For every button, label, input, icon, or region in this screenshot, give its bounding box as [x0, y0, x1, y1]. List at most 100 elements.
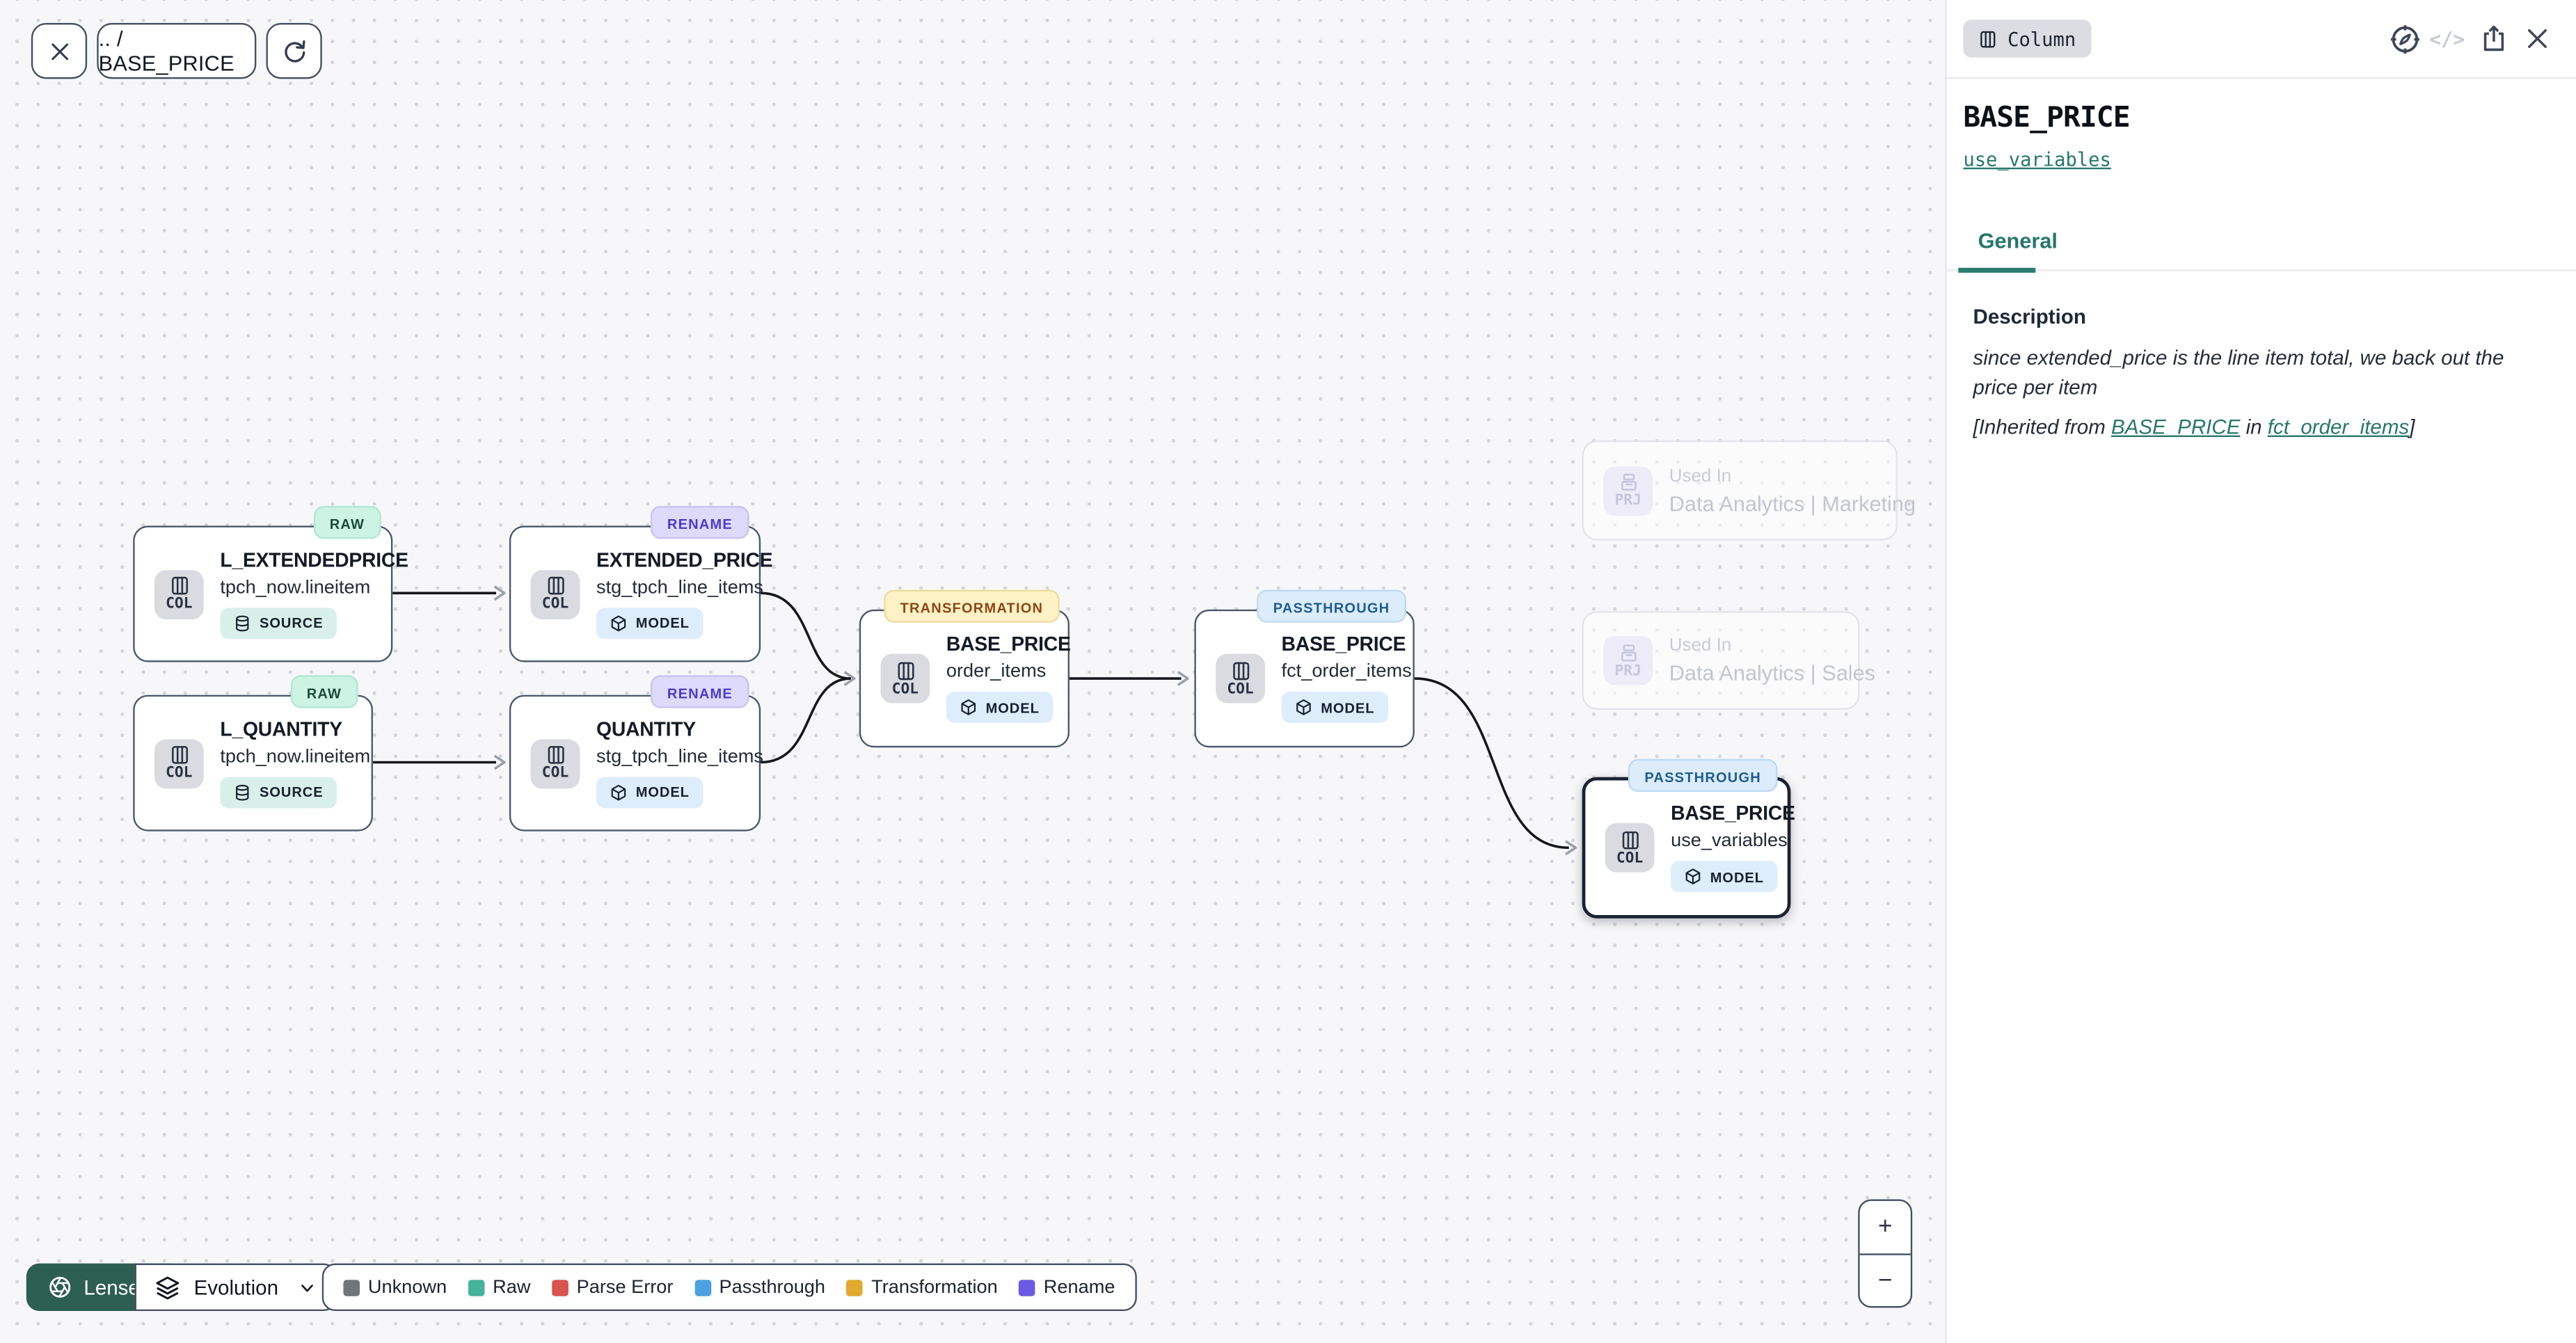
- column-type-chip: COL: [1216, 653, 1265, 704]
- node-subtitle: stg_tpch_line_items: [596, 747, 764, 767]
- columns-icon: [168, 575, 190, 596]
- zoom-controls: + −: [1858, 1199, 1913, 1308]
- model-pill: MODEL: [596, 776, 703, 808]
- entity-type-badge: Column: [1963, 19, 2091, 58]
- project-tray-icon: [1617, 472, 1639, 493]
- share-icon: [2479, 23, 2508, 54]
- badge-transformation: TRANSFORMATION: [883, 589, 1060, 623]
- link-base-price[interactable]: BASE_PRICE: [2111, 415, 2241, 439]
- legend-item-rename: Rename: [1019, 1278, 1115, 1297]
- close-icon: [2523, 24, 2551, 52]
- active-tab-indicator: [1958, 267, 2036, 273]
- node-title: EXTENDED_PRICE: [596, 548, 773, 571]
- source-pill: SOURCE: [220, 607, 337, 639]
- cube-icon: [960, 698, 978, 716]
- details-panel: Column </> BASE_PRICE use_variables Gene…: [1945, 0, 2576, 1343]
- column-type-chip: COL: [530, 569, 580, 619]
- node-base-price-fct-order-items[interactable]: PASSTHROUGH COL BASE_PRICE fct_order_ite…: [1194, 589, 1415, 748]
- panel-header: Column </>: [1946, 0, 2576, 79]
- node-subtitle: tpch_now.lineitem: [220, 577, 371, 598]
- node-title: BASE_PRICE: [946, 632, 1071, 656]
- badge-rename: RENAME: [651, 506, 749, 539]
- legend-swatch: [468, 1279, 485, 1296]
- cube-icon: [610, 614, 628, 632]
- node-base-price-order-items[interactable]: TRANSFORMATION COL BASE_PRICE order_item…: [859, 589, 1071, 748]
- node-title: L_EXTENDEDPRICE: [220, 548, 408, 571]
- used-in-label: Used In: [1669, 466, 1732, 486]
- columns-icon: [545, 575, 566, 596]
- refresh-button[interactable]: [266, 23, 322, 79]
- project-name: Data Analytics | Marketing: [1669, 490, 1916, 516]
- columns-icon: [1978, 29, 1998, 48]
- lineage-canvas[interactable]: PRJ Used In Data Analytics | Marketing P…: [0, 0, 1946, 1343]
- node-title: QUANTITY: [596, 717, 696, 740]
- project-type-chip: PRJ: [1603, 466, 1653, 516]
- tab-general[interactable]: General: [1978, 228, 2058, 253]
- node-subtitle: order_items: [946, 662, 1047, 682]
- zoom-in-button[interactable]: +: [1859, 1201, 1911, 1255]
- chevron-down-icon: [298, 1278, 317, 1297]
- node-subtitle: stg_tpch_line_items: [596, 577, 764, 598]
- panel-title: BASE_PRICE: [1963, 102, 2130, 135]
- link-fct-order-items[interactable]: fct_order_items: [2267, 415, 2410, 439]
- column-type-chip: COL: [880, 653, 930, 704]
- database-icon: [233, 783, 251, 801]
- share-button[interactable]: [2476, 22, 2511, 56]
- cube-icon: [1294, 698, 1312, 716]
- evolution-label: Evolution: [193, 1276, 279, 1299]
- columns-icon: [895, 660, 916, 681]
- columns-icon: [545, 745, 566, 766]
- column-type-chip: COL: [1605, 823, 1655, 873]
- layers-icon: [154, 1274, 181, 1301]
- breadcrumb-button[interactable]: .. / BASE_PRICE: [97, 23, 257, 79]
- column-type-chip: COL: [530, 738, 580, 788]
- breadcrumb: .. / BASE_PRICE: [98, 26, 234, 76]
- model-pill: MODEL: [1671, 861, 1777, 893]
- legend-item-transformation: Transformation: [846, 1278, 998, 1297]
- model-pill: MODEL: [946, 691, 1053, 723]
- model-pill: MODEL: [596, 607, 703, 639]
- badge-passthrough: PASSTHROUGH: [1628, 758, 1778, 792]
- columns-icon: [1230, 660, 1251, 681]
- source-pill: SOURCE: [220, 776, 337, 808]
- legend-item-raw: Raw: [468, 1278, 531, 1297]
- model-link[interactable]: use_variables: [1963, 148, 2111, 171]
- node-title: BASE_PRICE: [1671, 802, 1795, 825]
- code-icon: </>: [2429, 26, 2465, 51]
- legend-item-passthrough: Passthrough: [694, 1278, 825, 1297]
- badge-raw: RAW: [290, 675, 358, 708]
- node-l-quantity[interactable]: RAW COL L_QUANTITY tpch_now.lineitem SOU…: [133, 675, 373, 832]
- node-base-price-use-variables[interactable]: PASSTHROUGH COL BASE_PRICE use_variables…: [1582, 758, 1795, 919]
- database-icon: [233, 614, 251, 632]
- cube-icon: [1684, 868, 1702, 886]
- legend-swatch: [1019, 1279, 1036, 1296]
- node-l-extendedprice[interactable]: RAW COL L_EXTENDEDPRICE tpch_now.lineite…: [133, 506, 408, 662]
- description-text: since extended_price is the line item to…: [1973, 347, 2504, 399]
- model-pill: MODEL: [1281, 691, 1388, 723]
- node-subtitle: fct_order_items: [1281, 662, 1412, 682]
- refresh-icon: [280, 37, 308, 65]
- legend-item-parse-error: Parse Error: [552, 1278, 673, 1297]
- aperture-icon: [47, 1275, 72, 1299]
- legend-swatch: [343, 1279, 360, 1296]
- evolution-dropdown[interactable]: Evolution: [134, 1263, 338, 1312]
- node-quantity[interactable]: RENAME COL QUANTITY stg_tpch_line_items …: [509, 675, 764, 832]
- close-canvas-button[interactable]: [31, 23, 88, 79]
- ghost-node-sales[interactable]: PRJ Used In Data Analytics | Sales: [1582, 611, 1875, 710]
- column-type-chip: COL: [154, 569, 204, 619]
- close-panel-button[interactable]: [2520, 22, 2555, 56]
- zoom-out-button[interactable]: −: [1877, 1266, 1893, 1294]
- badge-passthrough: PASSTHROUGH: [1257, 589, 1406, 623]
- project-type-chip: PRJ: [1603, 635, 1653, 685]
- legend-bar: Unknown Raw Parse Error Passthrough Tran…: [321, 1263, 1137, 1312]
- node-subtitle: use_variables: [1671, 831, 1788, 851]
- badge-rename: RENAME: [651, 675, 749, 708]
- columns-icon: [1619, 829, 1641, 850]
- node-extended-price[interactable]: RENAME COL EXTENDED_PRICE stg_tpch_line_…: [509, 506, 773, 662]
- ghost-node-marketing[interactable]: PRJ Used In Data Analytics | Marketing: [1582, 440, 1916, 541]
- inherited-note: [Inherited from BASE_PRICE in fct_order_…: [1973, 415, 2415, 439]
- project-name: Data Analytics | Sales: [1669, 660, 1876, 685]
- close-icon: [47, 38, 71, 63]
- compass-button[interactable]: [2387, 22, 2422, 56]
- code-button[interactable]: </>: [2429, 22, 2465, 56]
